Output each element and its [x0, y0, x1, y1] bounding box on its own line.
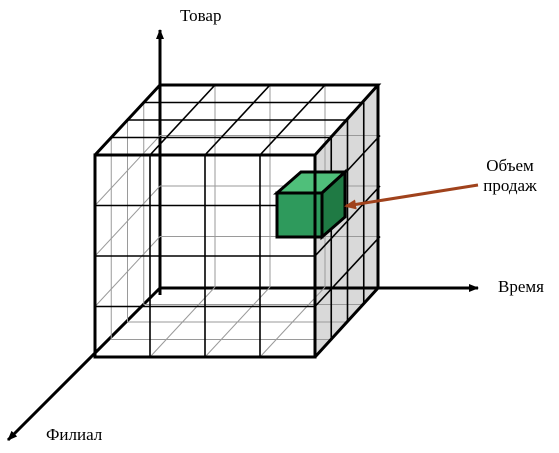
sales-volume-label-line2: продаж — [483, 175, 537, 195]
cube-grid — [94, 84, 381, 358]
grid-line-top — [259, 84, 326, 156]
sales-volume-label: Объем продаж — [470, 156, 550, 195]
grid-line-left — [94, 185, 161, 257]
axis-branch-line — [6, 286, 162, 442]
grid-line-left — [94, 236, 161, 307]
cube-edges — [93, 83, 382, 359]
sales-volume-label-line1: Объем — [486, 156, 534, 175]
sales-pointer-arrow — [344, 183, 479, 210]
grid-line-right — [314, 185, 381, 257]
grid-line-right — [314, 235, 381, 308]
axis-product-label: Товар — [180, 6, 222, 25]
axis-branch-label: Филиал — [46, 425, 103, 444]
axis-time-label: Время — [498, 277, 544, 296]
